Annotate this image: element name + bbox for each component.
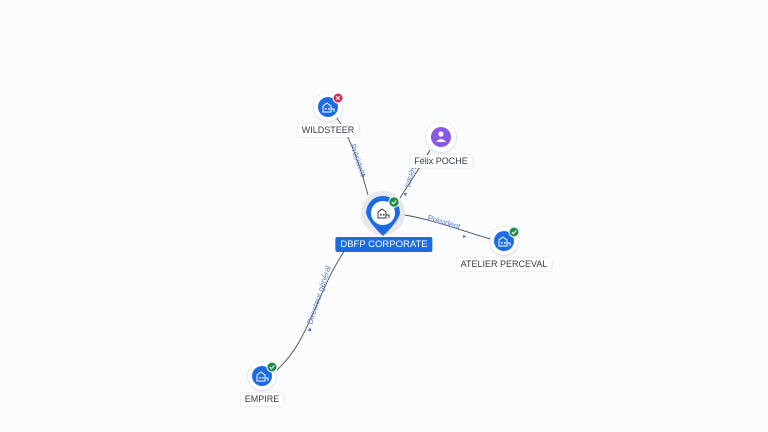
status-active-badge: [266, 361, 278, 373]
building-icon: [498, 236, 511, 247]
status-closed-badge: [332, 92, 344, 104]
edge-label-president-wildsteer: Président: [348, 143, 368, 179]
edge-arrow: [362, 174, 365, 178]
node-empire[interactable]: [248, 361, 278, 390]
node-dbfp-corporate[interactable]: [361, 191, 405, 236]
node-label-felix-poche[interactable]: Félix POCHE: [410, 155, 472, 168]
status-active-badge: [388, 196, 400, 208]
node-label-wildsteer[interactable]: WILDSTEER: [297, 124, 359, 137]
person-icon: [436, 131, 446, 142]
building-icon: [322, 102, 335, 113]
edge-arrow: [404, 193, 407, 197]
edge-empire-dbfp: Directeur général: [276, 249, 346, 371]
node-wildsteer[interactable]: [314, 92, 344, 121]
node-atelier-perceval[interactable]: [490, 226, 520, 255]
node-felix-poche[interactable]: [426, 122, 456, 152]
edge-arrow: [308, 327, 312, 331]
status-active-badge: [508, 226, 520, 238]
building-icon: [377, 208, 390, 219]
node-label-empire[interactable]: EMPIRE: [240, 393, 284, 406]
building-icon: [256, 371, 269, 382]
edge-label-directeur-general-empire: Directeur général: [305, 264, 333, 325]
edge-arrow: [463, 235, 467, 238]
edge-label-president-atelier: Président: [426, 213, 462, 231]
edge-dbfp-atelier: Président: [397, 213, 495, 241]
node-label-dbfp-corporate[interactable]: DBFP CORPORATE: [335, 237, 433, 252]
node-label-atelier-perceval[interactable]: ATELIER PERCEVAL: [456, 258, 552, 271]
